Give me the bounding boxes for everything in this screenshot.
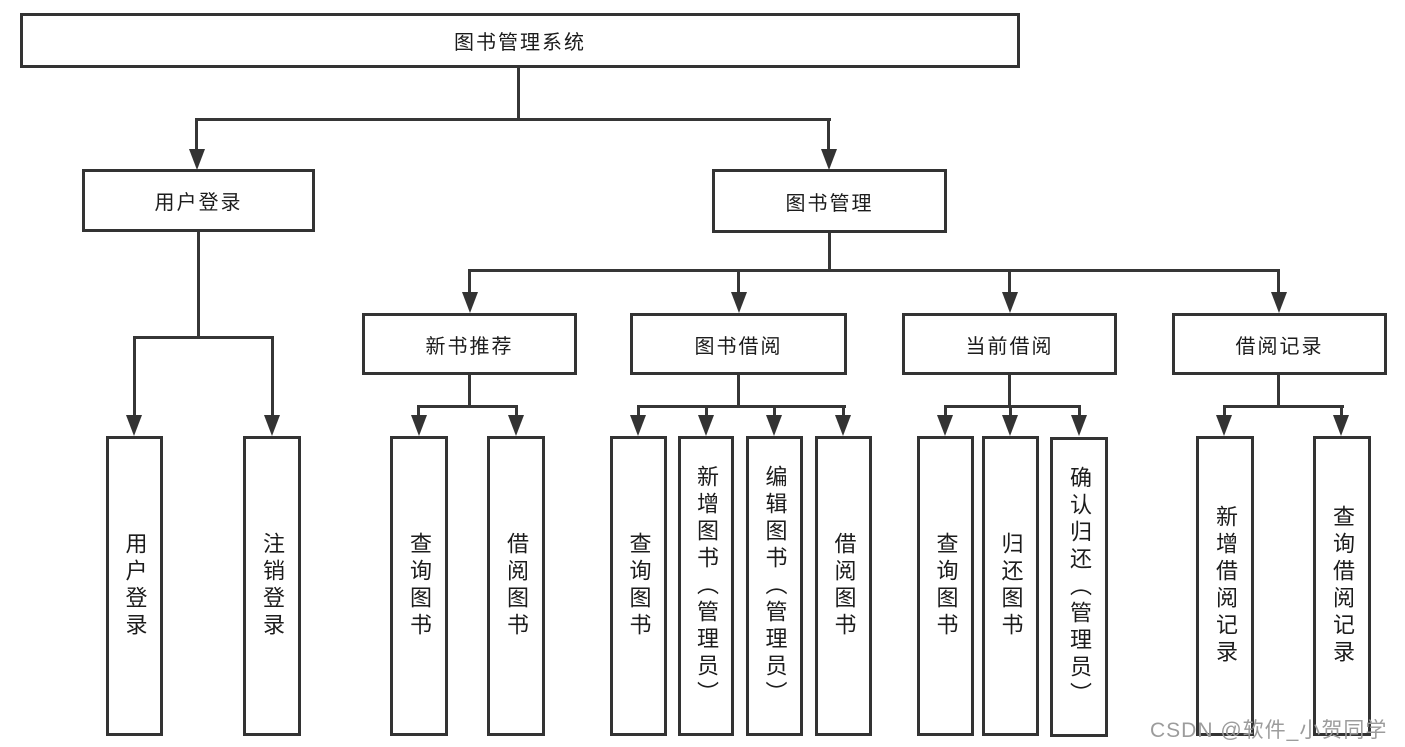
connector-line — [195, 118, 831, 121]
node-label: 确认归还（管理员） — [1067, 465, 1092, 709]
leaf-records-add-borrow-record: 新增借阅记录 — [1196, 436, 1254, 736]
connector-line — [944, 405, 1081, 408]
connector-line — [195, 118, 198, 150]
arrowhead — [264, 415, 280, 436]
connector-line — [637, 405, 640, 416]
arrowhead — [411, 415, 427, 436]
connector-line — [827, 118, 830, 150]
connector-line — [468, 269, 1280, 272]
connector-line — [1008, 269, 1011, 293]
connector-line — [517, 68, 520, 121]
connector-line — [133, 336, 136, 416]
connector-line — [1277, 269, 1280, 293]
arrowhead — [835, 415, 851, 436]
connector-line — [1008, 375, 1011, 408]
connector-line — [133, 336, 274, 339]
arrowhead — [937, 415, 953, 436]
leaf-borrowing-borrow-books: 借阅图书 — [815, 436, 872, 736]
leaf-borrowing-edit-books-admin: 编辑图书（管理员） — [746, 436, 803, 736]
arrowhead — [1002, 415, 1018, 436]
arrowhead — [1071, 415, 1087, 436]
arrowhead — [508, 415, 524, 436]
node-label: 借阅图书 — [831, 532, 857, 640]
connector-line — [637, 405, 846, 408]
leaf-user-login: 用户登录 — [106, 436, 163, 736]
node-book-management: 图书管理 — [712, 169, 947, 233]
node-label: 当前借阅 — [965, 335, 1054, 358]
leaf-current-confirm-return-admin: 确认归还（管理员） — [1050, 437, 1108, 737]
connector-line — [1223, 405, 1344, 408]
node-label: 查询图书 — [407, 532, 432, 640]
connector-line — [705, 405, 708, 416]
node-label: 图书管理 — [785, 192, 874, 215]
arrowhead — [126, 415, 142, 436]
arrowhead — [1002, 292, 1018, 313]
arrowhead — [731, 292, 747, 313]
node-label: 查询图书 — [933, 532, 959, 640]
connector-line — [1078, 405, 1081, 416]
node-book-borrowing: 图书借阅 — [630, 313, 847, 375]
leaf-borrowing-add-books-admin: 新增图书（管理员） — [678, 436, 734, 736]
connector-line — [1223, 405, 1226, 416]
node-current-borrowing: 当前借阅 — [902, 313, 1117, 375]
arrowhead — [462, 292, 478, 313]
leaf-recommend-query-books: 查询图书 — [390, 436, 448, 736]
connector-line — [417, 405, 420, 416]
arrowhead — [698, 415, 714, 436]
leaf-current-query-books: 查询图书 — [917, 436, 974, 736]
node-book-management-system: 图书管理系统 — [20, 13, 1020, 68]
arrowhead — [1216, 415, 1232, 436]
leaf-records-query-borrow-record: 查询借阅记录 — [1313, 436, 1371, 736]
connector-line — [842, 405, 845, 416]
leaf-current-return-books: 归还图书 — [982, 436, 1039, 736]
connector-line — [828, 233, 831, 272]
connector-line — [1340, 405, 1343, 416]
node-label: 新增图书（管理员） — [694, 464, 719, 708]
connector-line — [1277, 375, 1280, 408]
leaf-logout: 注销登录 — [243, 436, 301, 736]
connector-line — [468, 269, 471, 293]
connector-line — [515, 405, 518, 416]
node-label: 用户登录 — [122, 532, 148, 640]
node-label: 借阅图书 — [504, 532, 529, 640]
node-label: 归还图书 — [998, 532, 1024, 640]
arrowhead — [1271, 292, 1287, 313]
node-label: 新书推荐 — [425, 335, 514, 358]
arrowhead — [1333, 415, 1349, 436]
connector-line — [737, 269, 740, 293]
node-borrowing-records: 借阅记录 — [1172, 313, 1387, 375]
node-label: 新增借阅记录 — [1213, 505, 1238, 667]
connector-line — [944, 405, 947, 416]
node-label: 图书管理系统 — [454, 32, 586, 54]
csdn-watermark: CSDN @软件_小贺同学 — [1150, 719, 1388, 742]
leaf-recommend-borrow-books: 借阅图书 — [487, 436, 545, 736]
connector-line — [1009, 405, 1012, 416]
node-label: 用户登录 — [154, 192, 243, 214]
arrowhead — [821, 149, 837, 170]
node-user-login: 用户登录 — [82, 169, 315, 232]
connector-line — [271, 336, 274, 416]
node-label: 编辑图书（管理员） — [762, 464, 788, 708]
leaf-borrowing-query-books: 查询图书 — [610, 436, 667, 736]
connector-line — [773, 405, 776, 416]
node-label: 查询图书 — [626, 532, 652, 640]
connector-line — [417, 405, 518, 408]
connector-line — [197, 232, 200, 339]
arrowhead — [766, 415, 782, 436]
node-label: 查询借阅记录 — [1330, 505, 1355, 667]
node-label: 借阅记录 — [1235, 335, 1324, 358]
connector-line — [468, 375, 471, 408]
arrowhead — [630, 415, 646, 436]
arrowhead — [189, 149, 205, 170]
node-new-book-recommend: 新书推荐 — [362, 313, 577, 375]
node-label: 图书借阅 — [694, 335, 783, 358]
node-label: 注销登录 — [260, 532, 285, 640]
connector-line — [737, 375, 740, 408]
